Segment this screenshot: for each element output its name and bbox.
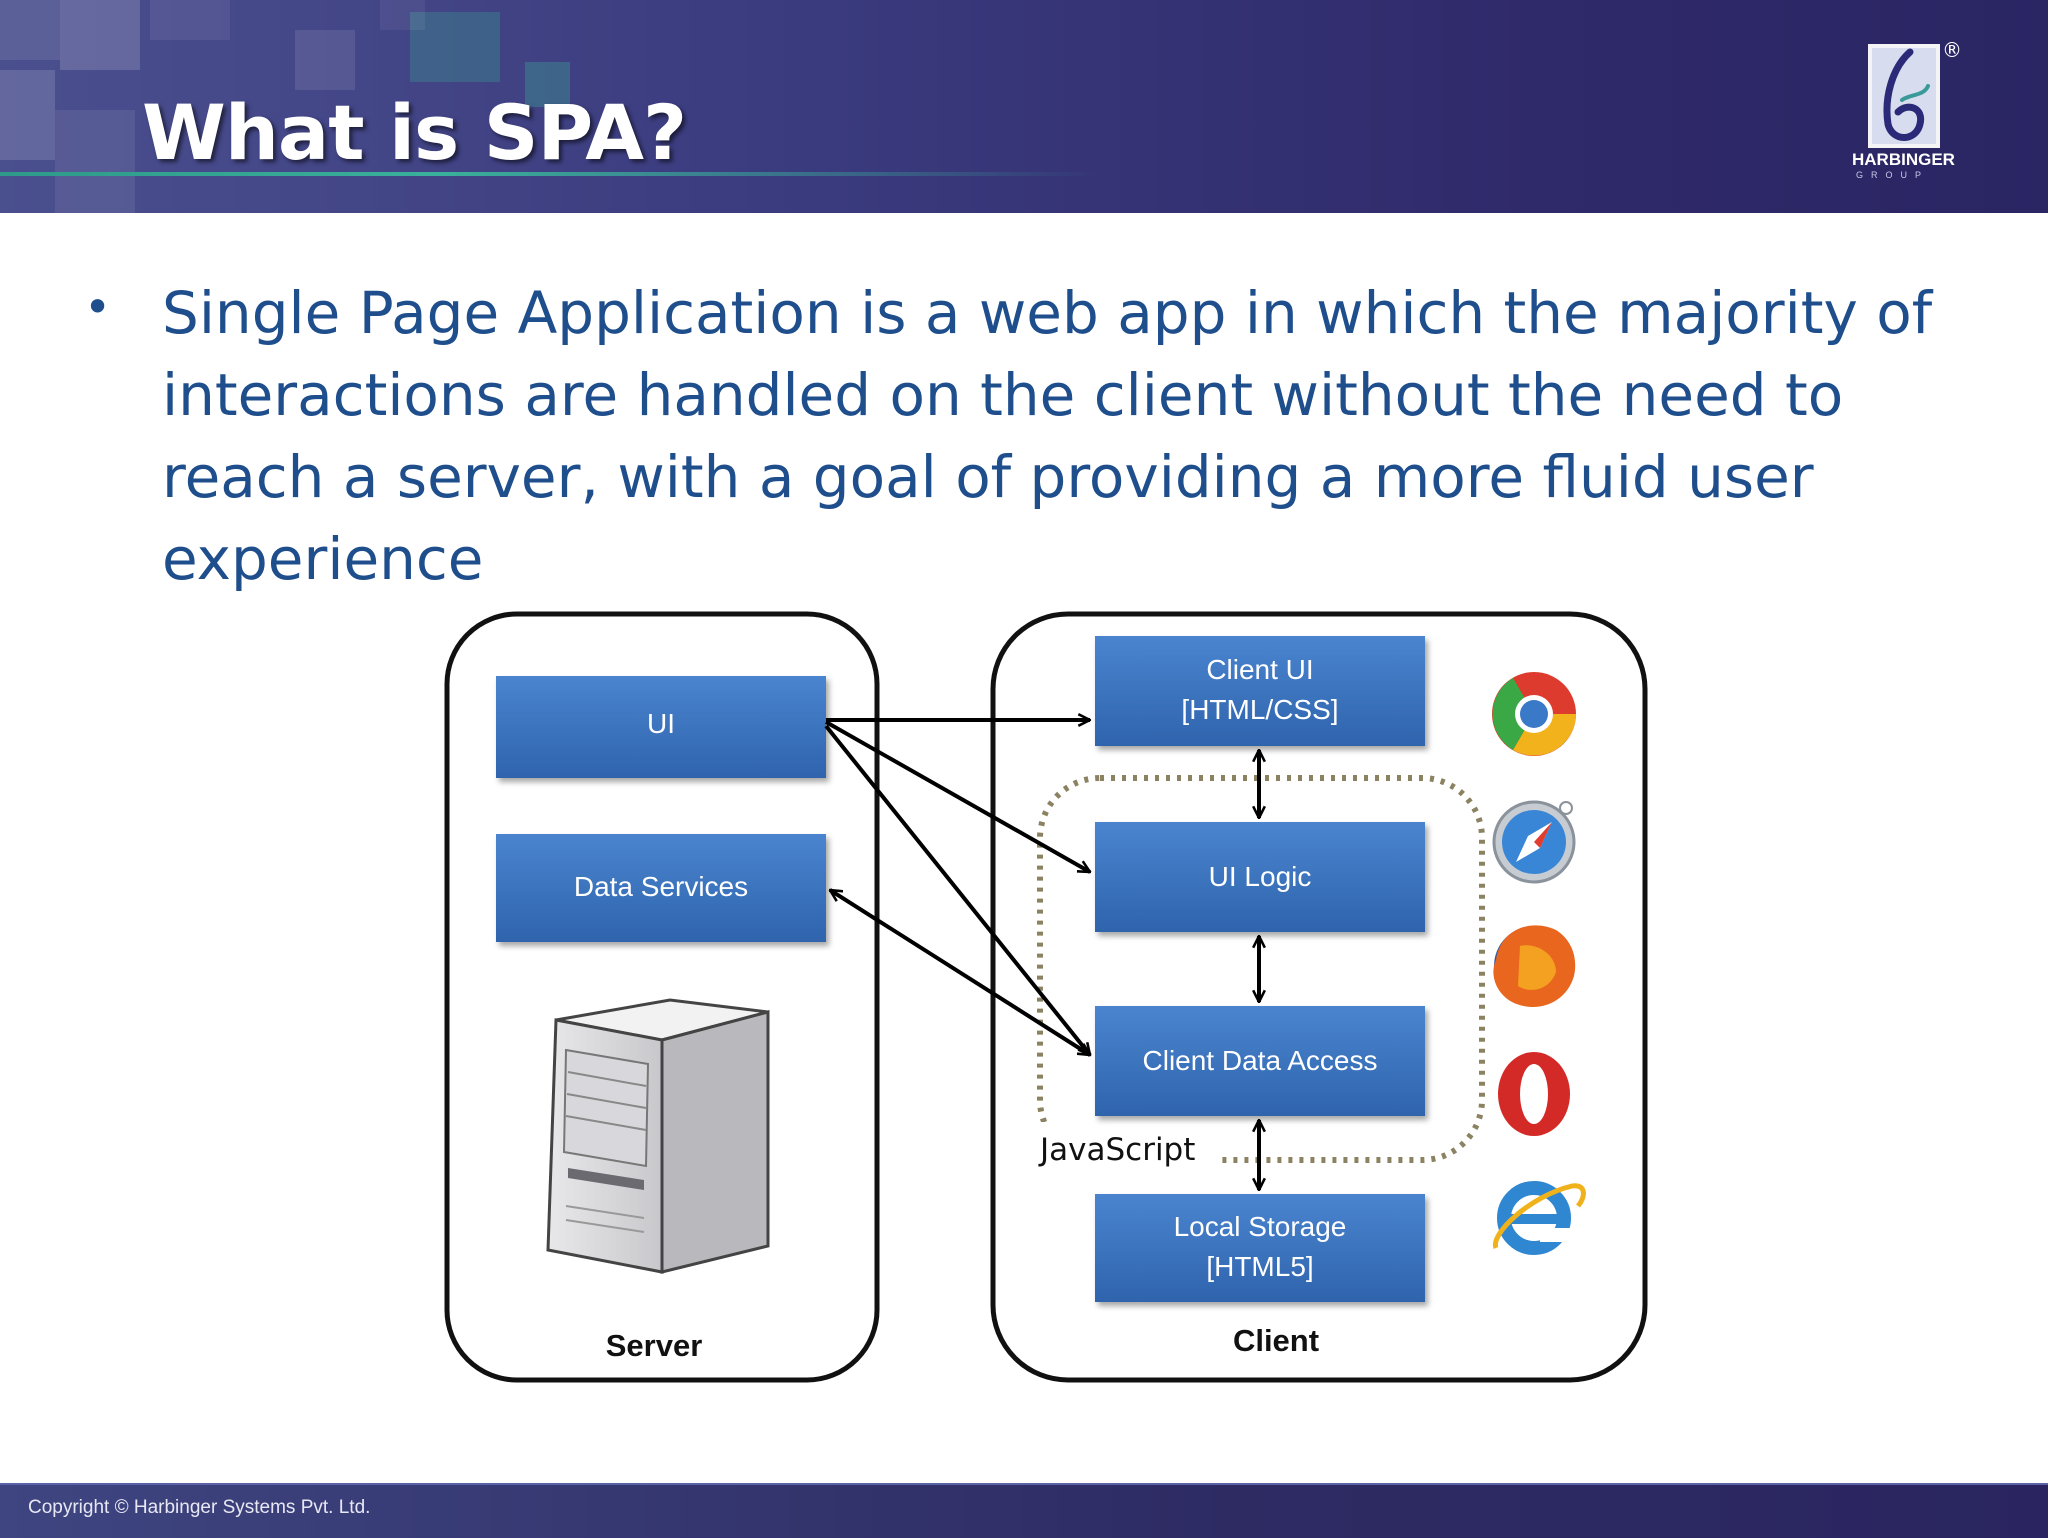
safari-icon	[1492, 800, 1576, 884]
bullet-text: Single Page Application is a web app in …	[162, 279, 1933, 593]
harbinger-logo-icon	[1868, 44, 1940, 148]
client-box-client-data-access: Client Data Access	[1095, 1006, 1425, 1116]
decor-square	[295, 30, 355, 90]
javascript-label-bg	[1036, 1122, 1216, 1172]
firefox-icon	[1493, 925, 1576, 1007]
slide-footer	[0, 1483, 2048, 1538]
client-box-client-ui-line2: [HTML/CSS]	[1181, 694, 1338, 725]
client-box-local-storage-line2: [HTML5]	[1206, 1251, 1313, 1282]
internet-explorer-icon	[1492, 1181, 1586, 1255]
server-computer-icon	[546, 998, 770, 1274]
decor-square	[0, 70, 55, 160]
decor-square	[150, 0, 230, 40]
javascript-label: JavaScript	[1038, 1132, 1195, 1168]
arrow-data-services-to-data-access	[830, 888, 1090, 1057]
arrow-ui-to-ui-logic	[825, 720, 1090, 874]
decor-square	[525, 62, 570, 107]
client-box-local-storage: Local Storage [HTML5]	[1095, 1194, 1425, 1302]
client-box-client-ui: Client UI [HTML/CSS]	[1095, 636, 1425, 746]
server-box-ui-label: UI	[647, 708, 675, 739]
client-box-client-ui-line1: Client UI	[1206, 654, 1313, 685]
server-box-ui: UI	[496, 676, 826, 778]
decor-square	[55, 110, 135, 213]
server-box-data-services-label: Data Services	[574, 871, 748, 902]
decor-square	[0, 0, 60, 60]
client-label: Client	[1233, 1323, 1319, 1358]
spa-architecture-diagram: UI Data Services Server JavaScript Clien…	[440, 604, 1650, 1388]
slide-title: What is SPA?	[142, 88, 687, 177]
header-accent-line	[0, 172, 1100, 176]
chrome-icon	[1492, 672, 1576, 756]
decor-square	[410, 12, 500, 82]
logo-subtitle: GROUP	[1856, 170, 1930, 180]
decor-square	[380, 0, 425, 30]
decor-square	[60, 0, 140, 70]
bullet-dot: •	[84, 280, 112, 334]
logo-name: HARBINGER	[1852, 150, 1955, 169]
server-box-data-services: Data Services	[496, 834, 826, 942]
client-box-ui-logic-label: UI Logic	[1209, 861, 1312, 892]
copyright-text: Copyright © Harbinger Systems Pvt. Ltd.	[28, 1497, 371, 1518]
client-box-client-data-access-label: Client Data Access	[1143, 1045, 1378, 1076]
registered-mark: ®	[1942, 38, 1962, 62]
server-label: Server	[606, 1328, 703, 1363]
slide-header	[0, 0, 2048, 213]
client-box-ui-logic: UI Logic	[1095, 822, 1425, 932]
client-box-local-storage-line1: Local Storage	[1174, 1211, 1347, 1242]
opera-icon	[1498, 1052, 1570, 1136]
